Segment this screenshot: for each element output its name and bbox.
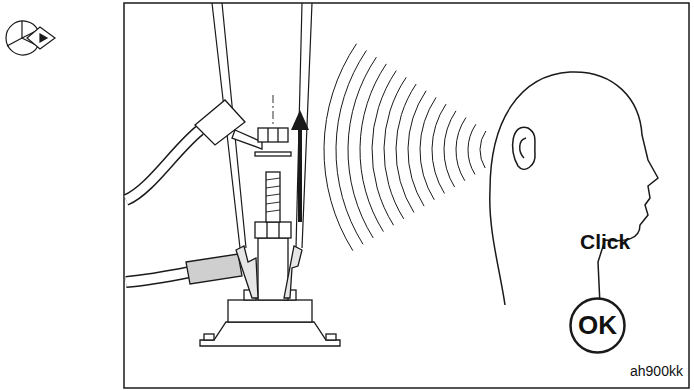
- nut-edge: [266, 222, 267, 238]
- sound-wave: [372, 71, 396, 226]
- sound-wave: [480, 131, 486, 168]
- clip-boot: [186, 254, 242, 284]
- sound-wave: [348, 57, 376, 238]
- removal-arrow: [291, 110, 309, 222]
- ear-detail: [520, 138, 526, 158]
- node-text: OK: [578, 310, 617, 341]
- thread-line: [266, 202, 280, 204]
- sound-wave: [456, 118, 466, 181]
- mounting-bracket: [200, 322, 340, 346]
- thread-line: [266, 210, 280, 212]
- nut-edge: [278, 222, 279, 238]
- sound-wave: [420, 97, 436, 199]
- solenoid-housing: [258, 238, 288, 300]
- sound-wave: [324, 44, 356, 251]
- washer: [255, 152, 291, 156]
- sound-wave: [396, 84, 416, 213]
- sound-wave: [432, 104, 446, 193]
- stud-nut: [255, 222, 291, 238]
- icon-arrow: [40, 34, 47, 42]
- alligator-clip: [284, 246, 302, 298]
- jumper-cable: [126, 272, 190, 282]
- arrow-head: [291, 110, 309, 130]
- icon-divider: [21, 21, 22, 38]
- battery-cable: [126, 130, 200, 200]
- sound-wave: [468, 124, 476, 174]
- thread-line: [266, 186, 280, 188]
- listener-head: [490, 72, 658, 305]
- nut-edge: [277, 128, 278, 142]
- battery-cable: [126, 130, 200, 200]
- center-line: [273, 95, 274, 126]
- thread-line: [266, 178, 280, 180]
- circle-outline: [571, 299, 625, 353]
- top-nut: [258, 128, 288, 142]
- icon-wedge: [27, 27, 55, 49]
- arrow-shaft: [298, 128, 302, 222]
- sound-wave: [360, 64, 386, 232]
- thread-line: [266, 194, 280, 196]
- sound-label: Click: [580, 230, 630, 254]
- ear: [513, 127, 536, 169]
- icon-divider: [7, 38, 22, 46]
- sound-wave: [384, 77, 406, 219]
- sound-wave: [444, 111, 456, 187]
- sound-wave: [336, 50, 366, 244]
- figure-code: ah900kk: [630, 363, 683, 379]
- solenoid-body: [228, 300, 312, 322]
- bracket-bolt: [326, 334, 336, 340]
- nut-edge: [267, 128, 268, 142]
- status-circle: OK: [569, 297, 626, 354]
- section-icon: [6, 21, 55, 55]
- threaded-stud: [266, 172, 280, 222]
- sound-waves: [324, 44, 486, 251]
- frame-border: [124, 3, 689, 388]
- alligator-clip: [236, 246, 258, 298]
- head-profile: [490, 72, 658, 305]
- sound-wave: [408, 91, 426, 206]
- bracket-bolt: [204, 334, 214, 340]
- jumper-cable: [126, 272, 190, 282]
